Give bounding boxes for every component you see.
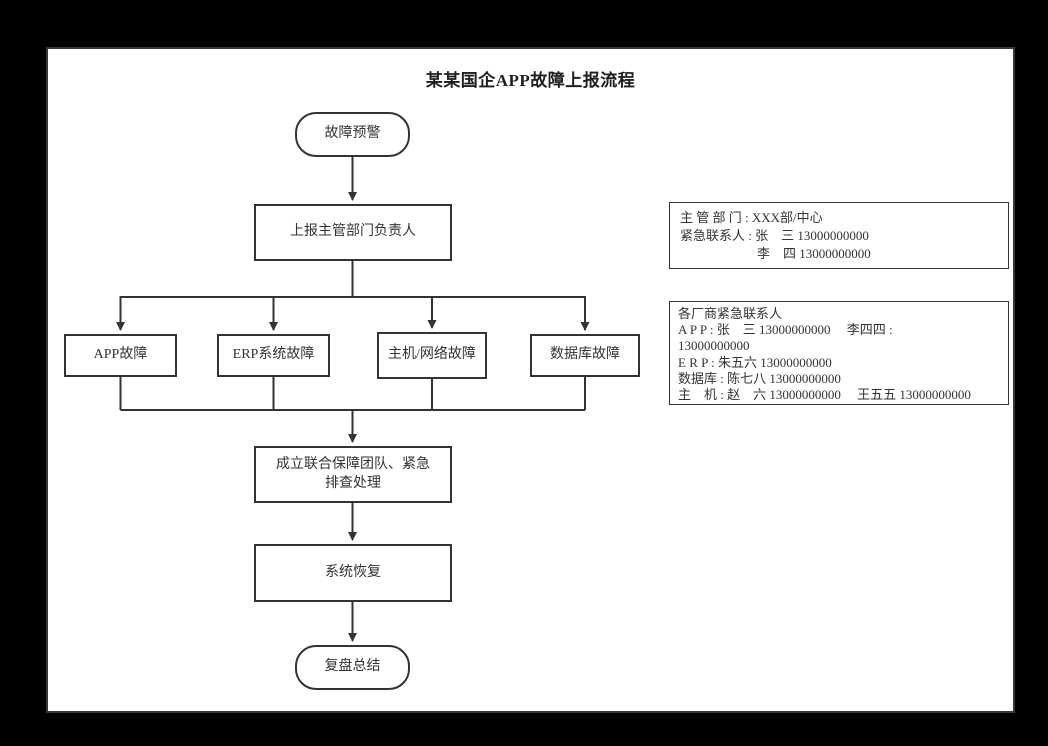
node-fault-warning: 故障预警 xyxy=(295,112,410,157)
node-erp-fault: ERP系统故障 xyxy=(217,334,330,377)
node-report-supervisor: 上报主管部门负责人 xyxy=(254,204,452,261)
supervisor-department-line: 主 管 部 门 : XXX部/中心 xyxy=(680,210,823,225)
node-system-recovery-label: 系统恢复 xyxy=(325,564,381,580)
vendors-heading: 各厂商紧急联系人 xyxy=(678,306,783,321)
node-fault-warning-label: 故障预警 xyxy=(324,126,381,142)
node-app-fault-label: APP故障 xyxy=(93,347,148,363)
info-box-supervisor: 主 管 部 门 : XXX部/中心 紧急联系人 : 张 三 1300000000… xyxy=(669,202,1009,269)
node-joint-team-label: 成立联合保障团队、紧急排查处理 xyxy=(276,456,430,491)
info-box-vendors: 各厂商紧急联系人 A P P : 张 三 13000000000 李四四 : 1… xyxy=(669,301,1009,405)
node-erp-fault-label: ERP系统故障 xyxy=(232,347,315,363)
vendors-host-contact: 主 机 : 赵 六 13000000000 王五五 13000000000 xyxy=(678,387,971,403)
node-database-fault-label: 数据库故障 xyxy=(550,347,620,363)
node-joint-team: 成立联合保障团队、紧急排查处理 xyxy=(254,446,452,503)
vendors-erp-contact: E R P : 朱五六 13000000000 xyxy=(678,354,832,370)
page-title: 某某国企APP故障上报流程 xyxy=(425,71,636,90)
diagram-page: 某某国企APP故障上报流程 故障预警 上报主管部门负责人 xyxy=(46,47,1015,713)
node-review-summary-label: 复盘总结 xyxy=(324,659,381,675)
node-report-supervisor-label: 上报主管部门负责人 xyxy=(290,224,416,240)
supervisor-contact-2: 李 四 13000000000 xyxy=(757,246,871,261)
node-database-fault: 数据库故障 xyxy=(530,334,640,377)
vendors-app-contact: A P P : 张 三 13000000000 李四四 : xyxy=(678,322,893,338)
vendors-database-contact: 数据库 : 陈七八 13000000000 xyxy=(678,370,841,386)
vendors-app-contact-wrap: 13000000000 xyxy=(678,338,750,354)
node-review-summary: 复盘总结 xyxy=(295,645,410,690)
node-system-recovery: 系统恢复 xyxy=(254,544,452,602)
node-host-network-fault: 主机/网络故障 xyxy=(377,332,487,379)
node-app-fault: APP故障 xyxy=(64,334,177,377)
node-host-network-fault-label: 主机/网络故障 xyxy=(388,347,476,363)
flow-connectors xyxy=(116,157,590,642)
supervisor-contact-1: 紧急联系人 : 张 三 13000000000 xyxy=(680,228,869,243)
